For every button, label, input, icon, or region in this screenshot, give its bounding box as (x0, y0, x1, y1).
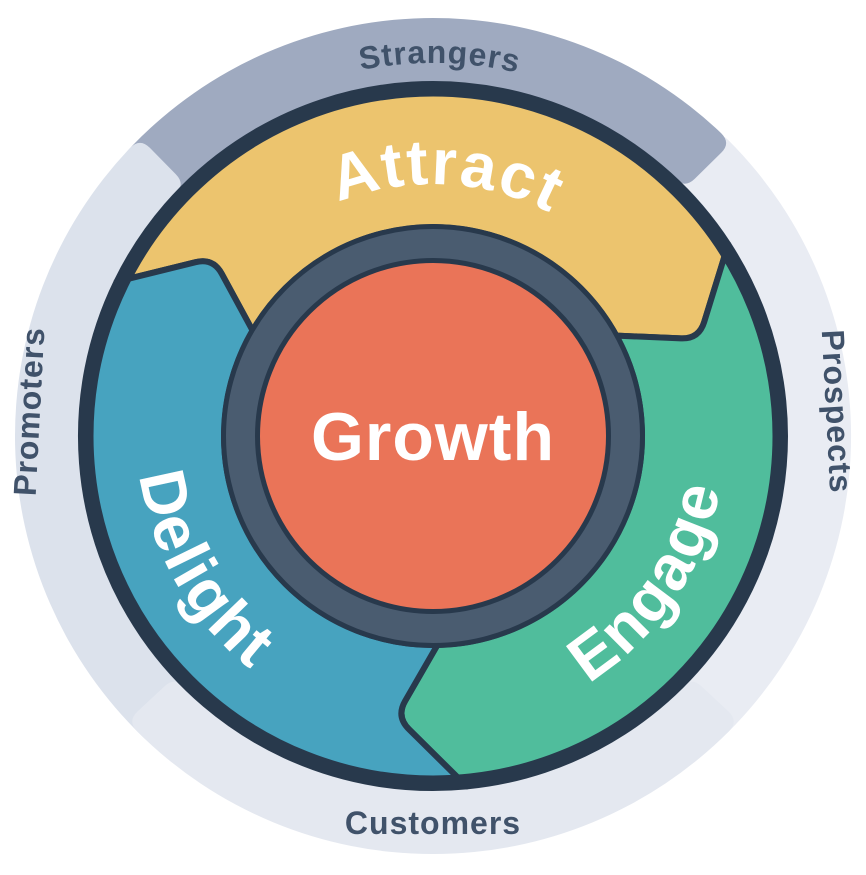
customers-label: Customers (345, 805, 521, 841)
growth-label: Growth (311, 399, 555, 475)
prospects-label: Prospects (815, 329, 860, 494)
hub-ring-outline-outer (221, 224, 645, 648)
promoters-label: Promoters (7, 326, 52, 497)
wheel-outer-border (79, 82, 787, 790)
growth-circle (256, 259, 610, 613)
audience-ring (14, 17, 852, 855)
hub (221, 224, 645, 648)
ring-band-promoters (14, 142, 192, 742)
hub-ring-outline-inner (255, 258, 611, 614)
ring-band-strangers (127, 17, 727, 195)
ring-band-customers (132, 681, 734, 855)
hub-ring-slate (224, 227, 642, 645)
ring-band-prospects (678, 135, 852, 737)
